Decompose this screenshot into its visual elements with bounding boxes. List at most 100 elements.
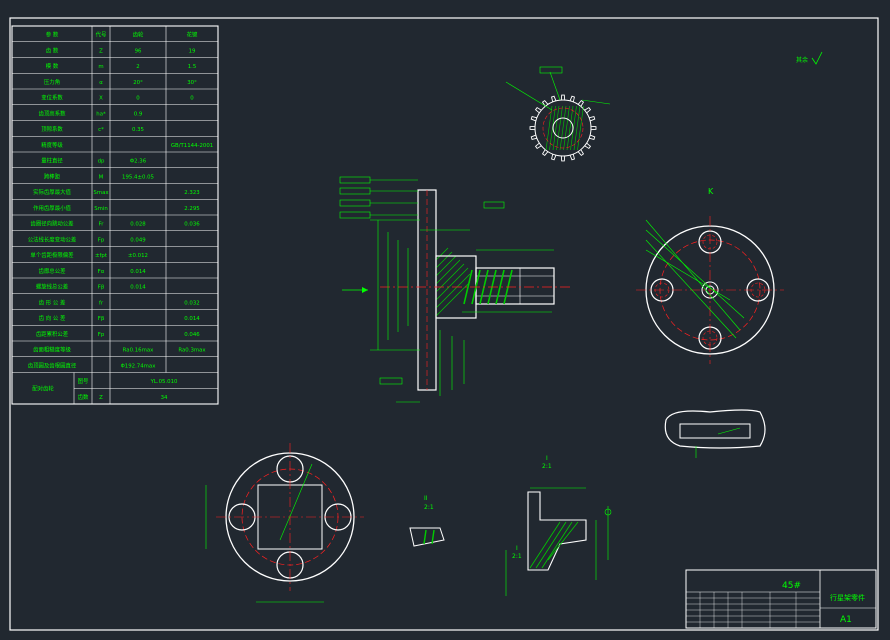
table-row-cell-0: 压力角 — [44, 78, 60, 86]
table-row-cell-2: 96 — [135, 48, 142, 54]
mating-row-cell: YL.05.010 — [150, 379, 178, 385]
table-row-cell-3: 30° — [187, 80, 197, 86]
table-row-cell-1: Smax — [93, 190, 109, 196]
table-row-cell-2: 195.4±0.05 — [122, 174, 154, 180]
detail-ii: II 2:1 — [409, 495, 445, 547]
title-sheet-size: A1 — [840, 615, 852, 625]
table-row-cell-1: Fp — [98, 332, 105, 338]
gear-tooth — [577, 149, 585, 157]
gear-tooth — [534, 106, 542, 114]
table-row-cell-0: 单个齿距极限偏差 — [30, 251, 74, 259]
shaft-hatch-line — [463, 269, 473, 305]
gear-tooth — [590, 125, 597, 131]
table-row-cell-3: Ra0.3max — [178, 348, 206, 354]
table-row-cell-1: m — [98, 64, 103, 70]
gear-tooth — [530, 134, 538, 140]
table-row-cell-0: 量柱直径 — [41, 157, 63, 165]
table-row-cell-2: 0.014 — [130, 269, 146, 275]
table-row-cell-1: M — [99, 174, 104, 180]
table-row-cell-0: 精度等级 — [41, 141, 63, 149]
table-row-cell-0: 齿面粗糙度等级 — [33, 346, 71, 354]
table-row-cell-2: 2 — [136, 64, 139, 70]
table-row-cell-3: 0.036 — [184, 222, 200, 228]
table-row-cell-2: 0.014 — [130, 285, 146, 291]
table-row-cell-0: 齿顶圆及齿根圆直径 — [28, 361, 77, 369]
title-block: 45# 行星架零件 A1 — [685, 569, 877, 629]
detail-i-label: I — [516, 545, 518, 552]
gear-tooth — [530, 116, 538, 122]
gear-hatch-line — [545, 105, 553, 151]
table-header-cell-0: 参 数 — [46, 31, 59, 39]
gear-tooth — [529, 125, 536, 131]
gear-tooth — [584, 142, 592, 150]
table-row-cell-2: 0.049 — [130, 237, 146, 243]
gear-tooth — [569, 95, 575, 103]
table-row-cell-0: 顶隙系数 — [41, 125, 63, 133]
table-row-cell-3: 0.046 — [184, 332, 200, 338]
detail-i-label-top: I — [546, 455, 548, 462]
table-row-cell-2: 0.35 — [132, 127, 144, 133]
table-row-cell-0: 螺旋线总公差 — [36, 283, 69, 291]
roughness-note: 其余 — [796, 51, 823, 65]
k-view-label: K — [708, 187, 714, 196]
table-row-cell-3: GB/T1144-2001 — [171, 143, 213, 149]
flange-front-view — [205, 443, 364, 603]
flange-hatch — [435, 247, 471, 317]
table-row-cell-3: 0 — [190, 96, 194, 102]
table-header-cell-1: 代号 — [96, 31, 107, 39]
k-view: K — [636, 187, 784, 364]
gear-tooth — [551, 153, 557, 161]
table-row-cell-3: 2.323 — [184, 190, 199, 196]
detail-ii-scale: 2:1 — [424, 504, 434, 511]
table-row-cell-1: Fα — [98, 269, 105, 275]
table-row-cell-1: Fr — [99, 222, 105, 228]
table-row-cell-0: 作用齿厚最小值 — [33, 204, 71, 212]
gear-hatch-line — [563, 105, 570, 151]
table-row-cell-2: Φ2.36 — [130, 159, 147, 165]
gear-outer — [534, 99, 592, 157]
gear-tooth — [588, 116, 596, 122]
table-row-cell-0: 齿 向 公 差 — [39, 314, 66, 322]
table-row-cell-2: 0.9 — [134, 111, 143, 117]
table-row-cell-3: 19 — [189, 48, 196, 54]
title-part-name: 行星架零件 — [830, 593, 865, 602]
gear-tooth — [541, 99, 549, 107]
shaft-hatch-line — [495, 269, 505, 305]
main-view-dimensions — [339, 176, 554, 403]
gear-detail-view — [505, 66, 611, 162]
table-row-cell-0: 齿 形 公 差 — [39, 298, 66, 306]
table-row-cell-3: 2.295 — [184, 206, 199, 212]
table-row-cell-1: Fβ — [98, 316, 105, 322]
mating-label: 配对齿轮 — [32, 384, 54, 392]
table-row-cell-0: 齿距累积公差 — [36, 330, 69, 338]
detail-ii-label: II — [424, 495, 428, 502]
table-row-cell-0: 齿 数 — [46, 46, 59, 54]
gear-tooth — [584, 106, 592, 114]
table-row-cell-1: ha* — [96, 111, 106, 117]
table-row-cell-0: 公法线长度变动公差 — [28, 235, 77, 243]
main-section-view — [339, 176, 570, 403]
gear-tooth — [569, 153, 575, 161]
outer-border — [9, 17, 879, 631]
table-row-cell-2: 0.028 — [130, 222, 146, 228]
table-row-cell-1: Fβ — [98, 285, 105, 291]
gear-hatch-line — [573, 105, 581, 151]
detail-i-scale-top: 2:1 — [542, 463, 552, 470]
gear-tooth — [551, 95, 557, 103]
table-row-cell-2: 20° — [133, 80, 143, 86]
table-row-cell-0: 变位系数 — [41, 94, 63, 102]
table-row-cell-1: α — [99, 80, 103, 86]
table-row-cell-1: Z — [99, 48, 103, 54]
gear-hatch-line — [556, 105, 563, 151]
table-row-cell-1: dp — [98, 159, 105, 165]
detail-i: I 2:1 I 2:1 — [505, 455, 612, 596]
gear-tooth — [534, 142, 542, 150]
shaft-hatch — [463, 269, 513, 305]
detail-i-scale: 2:1 — [512, 553, 522, 560]
table-row-cell-0: 齿圈径向跳动公差 — [30, 220, 74, 228]
table-row-cell-2: Φ192.74max — [121, 363, 157, 369]
gear-tooth — [560, 155, 566, 162]
table-row-cell-3: 1.5 — [188, 64, 197, 70]
